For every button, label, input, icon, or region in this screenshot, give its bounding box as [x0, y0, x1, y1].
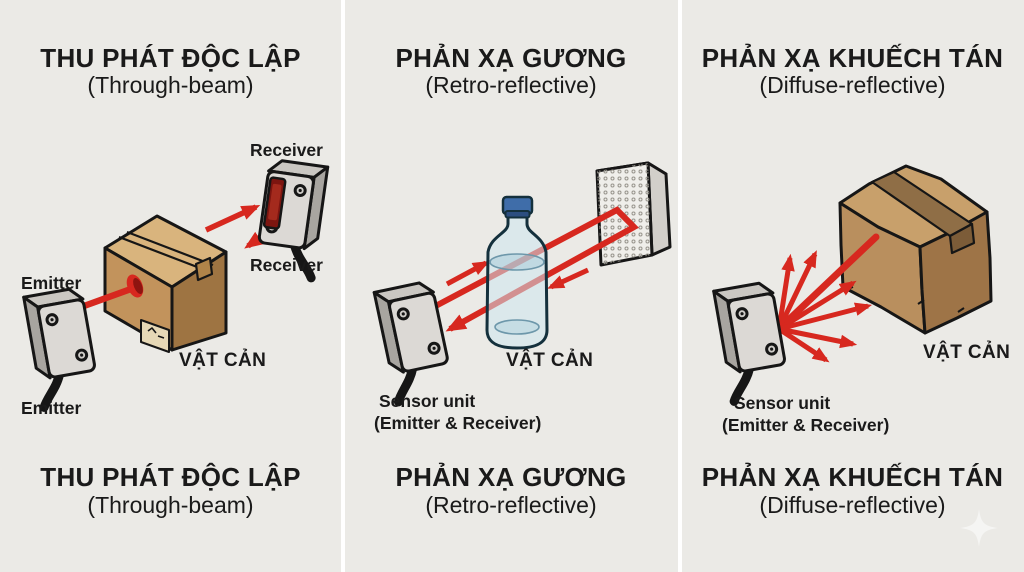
panel1-title-bottom: THU PHÁT ĐỘC LẬP — [40, 462, 301, 492]
sensor-unit-label-panel3: Sensor unit — [734, 393, 831, 413]
receiver-sensor-icon — [255, 159, 328, 278]
scatter-arrows — [775, 233, 880, 363]
emitter-beam — [80, 285, 135, 310]
panel3-title-top: PHẢN XẠ KHUẾCH TÁN — [701, 43, 1004, 73]
sparkle-watermark-icon — [960, 509, 998, 547]
crumpled-box-icon — [838, 164, 993, 335]
bottle-icon — [485, 195, 549, 350]
panel1-subtitle-bottom: (Through-beam) — [87, 492, 254, 518]
diffuse-sensor-unit-icon — [714, 281, 791, 401]
panel2-title-top: PHẢN XẠ GƯƠNG — [395, 43, 627, 73]
sensor-unit-detail-panel3: (Emitter & Receiver) — [722, 415, 890, 435]
panel2-title-bottom: PHẢN XẠ GƯƠNG — [395, 462, 627, 492]
retro-beam-direction-arrows — [445, 260, 590, 290]
diffuse-reflective-diagram — [714, 164, 993, 402]
cardboard-box-icon — [103, 214, 228, 353]
panel3-subtitle-bottom: (Diffuse-reflective) — [759, 492, 946, 518]
panel3-subtitle-top: (Diffuse-reflective) — [759, 72, 946, 98]
obstacle-label-panel1: VẬT CẢN — [179, 350, 267, 371]
panel-divider — [341, 0, 345, 572]
obstacle-label-panel3: VẬT CẢN — [923, 342, 1011, 363]
emitter-label-bottom: Emitter — [21, 398, 82, 418]
panel1-subtitle-top: (Through-beam) — [87, 72, 254, 98]
obstacle-label-panel2: VẬT CẢN — [506, 350, 594, 371]
receiver-label-bottom: Receiver — [250, 255, 323, 275]
panel3-title-bottom: PHẢN XẠ KHUẾCH TÁN — [701, 462, 1004, 492]
through-beam-diagram — [24, 159, 328, 408]
retro-reflective-diagram — [374, 161, 672, 402]
panel-divider — [678, 0, 682, 572]
sensor-unit-detail-panel2: (Emitter & Receiver) — [374, 413, 542, 433]
receiver-label-top: Receiver — [250, 140, 323, 160]
sensor-unit-label-panel2: Sensor unit — [379, 391, 476, 411]
emitter-label-top: Emitter — [21, 273, 82, 293]
panel2-subtitle-bottom: (Retro-reflective) — [425, 492, 597, 518]
retro-sensor-unit-icon — [374, 280, 454, 402]
beam-splash — [126, 274, 144, 298]
panel2-subtitle-top: (Retro-reflective) — [425, 72, 597, 98]
panel1-title-top: THU PHÁT ĐỘC LẬP — [40, 43, 301, 73]
